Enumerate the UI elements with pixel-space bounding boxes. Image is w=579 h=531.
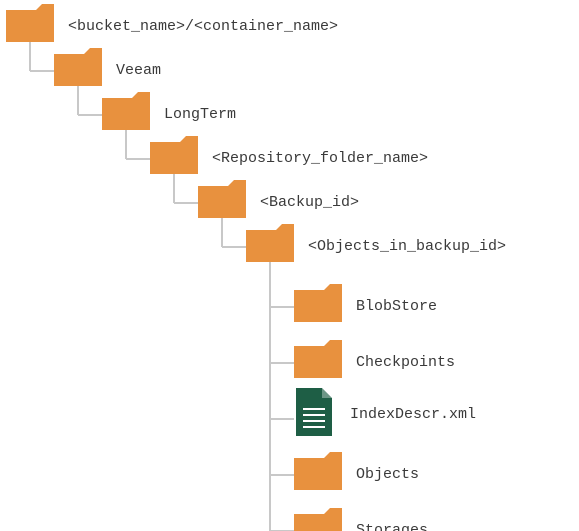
folder-icon [246, 224, 294, 262]
node-label: IndexDescr.xml [350, 406, 476, 423]
folder-icon [294, 284, 342, 322]
folder-icon [102, 92, 150, 130]
tree-node[interactable] [296, 388, 332, 436]
tree-nodes: <bucket_name>/<container_name> VeeamLongT… [6, 4, 506, 531]
tree-node[interactable] [102, 92, 150, 130]
folder-icon [150, 136, 198, 174]
tree-node[interactable] [294, 452, 342, 490]
node-label: Objects [356, 466, 419, 483]
folder-icon [294, 508, 342, 531]
node-label: <Objects_in_backup_id> [308, 238, 506, 255]
tree-node[interactable] [294, 508, 342, 531]
node-label: BlobStore [356, 298, 437, 315]
xml-file-icon [296, 388, 332, 436]
node-label: <bucket_name>/<container_name> [68, 18, 338, 35]
folder-icon [294, 452, 342, 490]
folder-icon [198, 180, 246, 218]
tree-node[interactable] [198, 180, 246, 218]
node-label: <Backup_id> [260, 194, 359, 211]
node-label: <Repository_folder_name> [212, 150, 428, 167]
tree-node[interactable] [294, 340, 342, 378]
node-label: LongTerm [164, 106, 236, 123]
folder-icon [54, 48, 102, 86]
tree-node[interactable] [54, 48, 102, 86]
tree-connectors [29, 42, 294, 531]
tree-node[interactable] [246, 224, 294, 262]
folder-icon [6, 4, 54, 42]
tree-node[interactable] [294, 284, 342, 322]
tree-node[interactable] [6, 4, 54, 42]
node-label: Veeam [116, 62, 161, 79]
node-label: Storages [356, 522, 428, 531]
node-label: Checkpoints [356, 354, 455, 371]
tree-node[interactable] [150, 136, 198, 174]
folder-icon [294, 340, 342, 378]
